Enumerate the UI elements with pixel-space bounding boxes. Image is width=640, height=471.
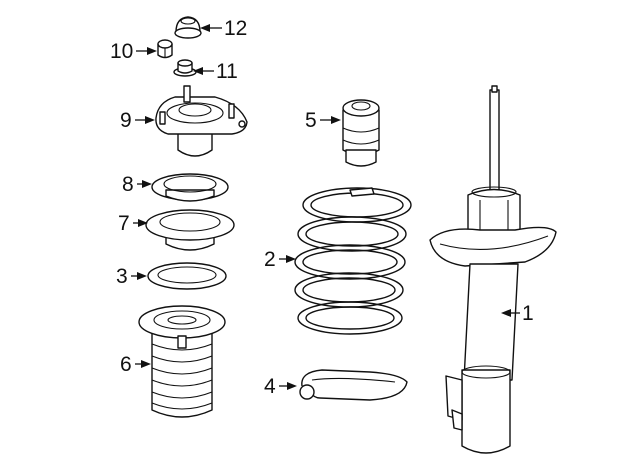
part-9-strut-mount bbox=[155, 85, 248, 157]
callout-4: 4 bbox=[264, 375, 297, 398]
part-3-insulator bbox=[147, 262, 227, 290]
callout-7: 7 bbox=[118, 212, 148, 235]
callout-label-2: 2 bbox=[264, 248, 276, 271]
part-11-flange-nut bbox=[173, 59, 197, 77]
callout-5: 5 bbox=[305, 109, 341, 132]
callout-9: 9 bbox=[120, 109, 155, 132]
callout-1: 1 bbox=[501, 302, 534, 325]
callout-3: 3 bbox=[116, 265, 147, 288]
part-1-strut bbox=[429, 85, 557, 454]
callout-label-11: 11 bbox=[216, 60, 238, 83]
part-10-nut bbox=[157, 39, 173, 59]
callout-2: 2 bbox=[264, 248, 296, 271]
callout-label-8: 8 bbox=[122, 173, 134, 196]
callout-11: 11 bbox=[193, 60, 238, 83]
callout-label-9: 9 bbox=[120, 109, 132, 132]
callout-label-3: 3 bbox=[116, 265, 128, 288]
callout-label-5: 5 bbox=[305, 109, 317, 132]
callout-label-7: 7 bbox=[118, 212, 130, 235]
callout-label-4: 4 bbox=[264, 375, 276, 398]
part-4-lower-insulator bbox=[299, 369, 408, 401]
callout-6: 6 bbox=[120, 353, 151, 376]
part-5-bump-stop bbox=[342, 99, 380, 167]
callout-10: 10 bbox=[110, 40, 157, 63]
part-8-upper-seat bbox=[151, 173, 229, 202]
part-12-cap bbox=[174, 16, 202, 39]
callout-label-10: 10 bbox=[110, 40, 133, 63]
callout-label-12: 12 bbox=[224, 17, 247, 40]
part-6-dust-boot bbox=[138, 305, 226, 418]
callout-8: 8 bbox=[122, 173, 152, 196]
part-2-coil-spring bbox=[294, 187, 412, 335]
callout-label-1: 1 bbox=[522, 302, 534, 325]
callout-label-6: 6 bbox=[120, 353, 132, 376]
callout-12: 12 bbox=[200, 17, 247, 40]
part-7-spring-seat bbox=[145, 209, 235, 251]
